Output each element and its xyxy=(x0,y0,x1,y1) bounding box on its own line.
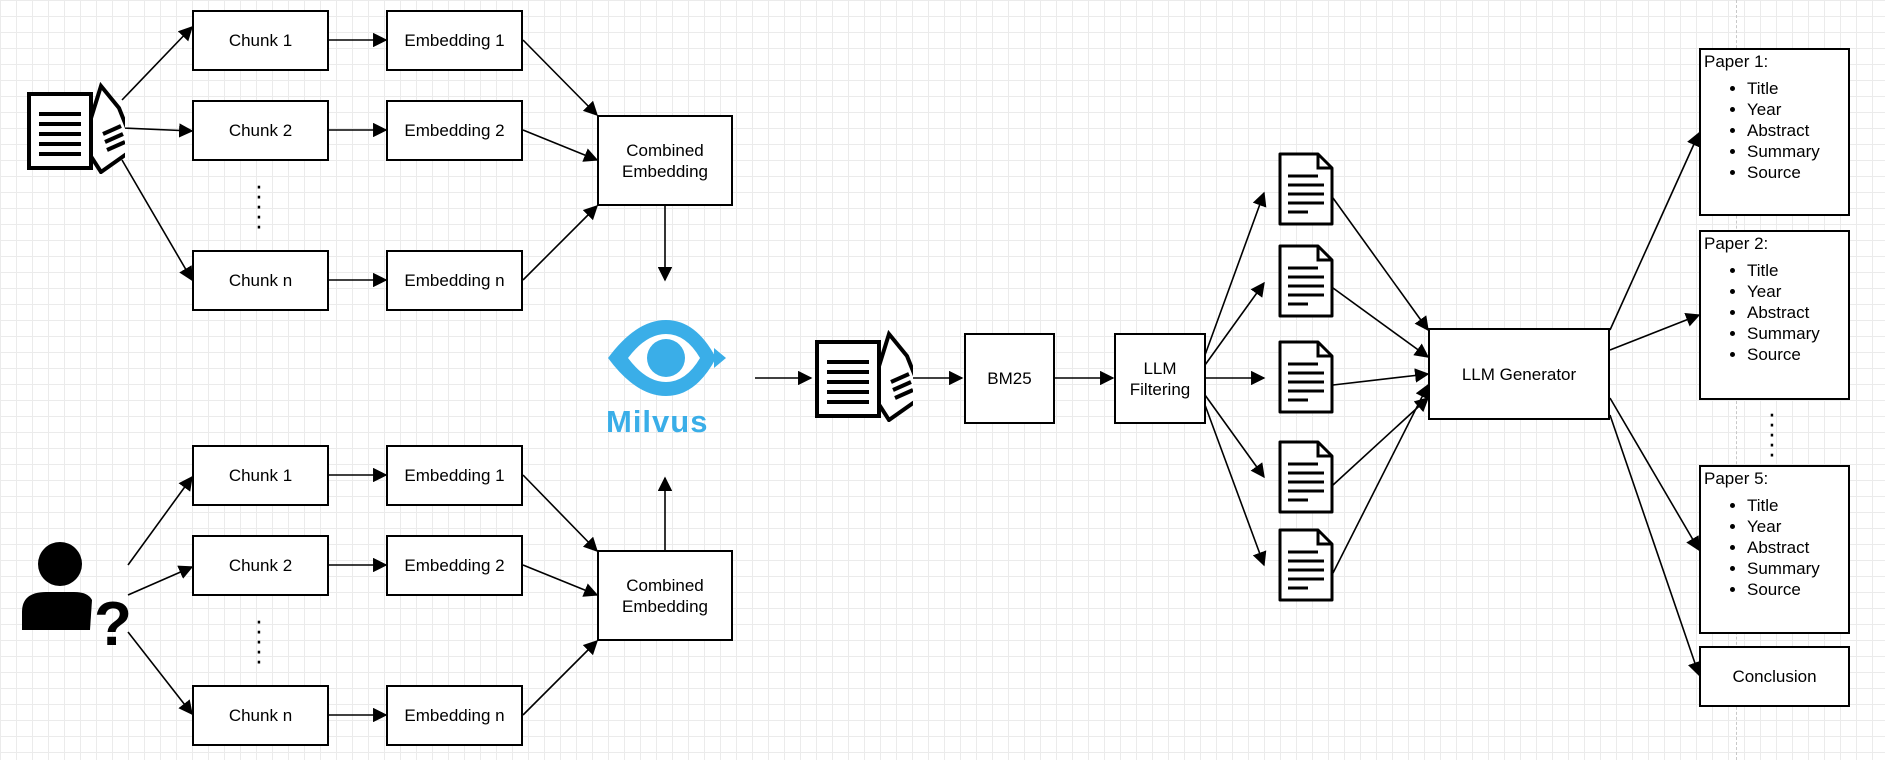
paper-field: Summary xyxy=(1747,141,1845,162)
paper-field: Title xyxy=(1747,495,1845,516)
paper-title: Paper 5: xyxy=(1704,469,1769,488)
doc-chunk-2: Chunk 2 xyxy=(192,100,329,161)
document-icon xyxy=(1278,340,1334,414)
paper-field: Abstract xyxy=(1747,120,1845,141)
doc-combined-embedding: Combined Embedding xyxy=(597,115,733,206)
conclusion-box: Conclusion xyxy=(1699,646,1850,707)
paper-field: Abstract xyxy=(1747,537,1845,558)
query-chunk-1: Chunk 1 xyxy=(192,445,329,506)
arrow-docs-chunk2 xyxy=(121,123,194,138)
arrow-docs-chunk1 xyxy=(121,25,193,101)
document-icon xyxy=(1278,528,1334,602)
milvus-eye-icon xyxy=(608,320,726,396)
query-embedding-2: Embedding 2 xyxy=(386,535,523,596)
document-icon xyxy=(1278,152,1334,226)
paper-field: Source xyxy=(1747,344,1845,365)
paper-title: Paper 1: xyxy=(1704,52,1769,71)
bm25-box: BM25 xyxy=(964,333,1055,424)
query-chunk-n: Chunk n xyxy=(192,685,329,746)
milvus-label: Milvus xyxy=(606,404,709,439)
paper-field: Summary xyxy=(1747,323,1845,344)
user-question-icon: ? xyxy=(22,542,130,650)
ellipsis-vertical: ····· xyxy=(254,605,264,675)
document-icon xyxy=(1278,244,1334,318)
svg-text:?: ? xyxy=(94,590,130,650)
documents-icon xyxy=(27,82,125,174)
paper-field: Year xyxy=(1747,281,1845,302)
query-chunk-2: Chunk 2 xyxy=(192,535,329,596)
paper-fields: Title Year Abstract Summary Source xyxy=(1704,78,1845,183)
llm-filtering-box: LLM Filtering xyxy=(1114,333,1206,424)
paper-field: Summary xyxy=(1747,558,1845,579)
query-embedding-1: Embedding 1 xyxy=(386,445,523,506)
paper-field: Source xyxy=(1747,579,1845,600)
query-combined-embedding: Combined Embedding xyxy=(597,550,733,641)
paper-fields: Title Year Abstract Summary Source xyxy=(1704,260,1845,365)
doc-embedding-n: Embedding n xyxy=(386,250,523,311)
doc-embedding-2: Embedding 2 xyxy=(386,100,523,161)
doc-chunk-1: Chunk 1 xyxy=(192,10,329,71)
arrow-docs-chunkn xyxy=(121,159,193,282)
paper-fields: Title Year Abstract Summary Source xyxy=(1704,495,1845,600)
paper-card-5: Paper 5: Title Year Abstract Summary Sou… xyxy=(1699,465,1850,634)
llm-generator-box: LLM Generator xyxy=(1428,328,1610,420)
paper-field: Title xyxy=(1747,78,1845,99)
query-embedding-n: Embedding n xyxy=(386,685,523,746)
paper-field: Title xyxy=(1747,260,1845,281)
doc-chunk-n: Chunk n xyxy=(192,250,329,311)
doc-embedding-1: Embedding 1 xyxy=(386,10,523,71)
paper-field: Year xyxy=(1747,99,1845,120)
paper-title: Paper 2: xyxy=(1704,234,1769,253)
documents-icon xyxy=(815,330,913,422)
paper-field: Source xyxy=(1747,162,1845,183)
paper-card-2: Paper 2: Title Year Abstract Summary Sou… xyxy=(1699,230,1850,400)
document-icon xyxy=(1278,440,1334,514)
paper-card-1: Paper 1: Title Year Abstract Summary Sou… xyxy=(1699,48,1850,216)
ellipsis-vertical: ····· xyxy=(254,170,264,240)
paper-field: Year xyxy=(1747,516,1845,537)
paper-field: Abstract xyxy=(1747,302,1845,323)
ellipsis-vertical: ····· xyxy=(1767,398,1777,468)
